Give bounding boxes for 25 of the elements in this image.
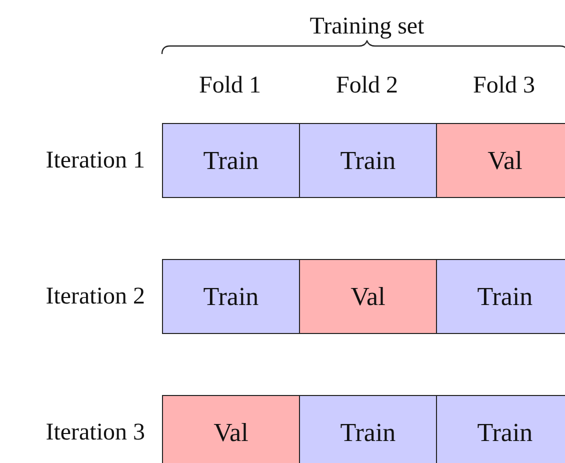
fold-cell [162, 259, 300, 334]
fold-cell [299, 123, 437, 198]
cell-label: Train [340, 146, 396, 176]
cell-label: Train [477, 418, 533, 448]
column-header: Fold 3 [473, 72, 535, 100]
fold-cell [162, 395, 300, 463]
cell-label: Train [340, 418, 396, 448]
fold-cell [162, 123, 300, 198]
cell-label: Train [203, 282, 259, 312]
fold-cell [436, 123, 565, 198]
cell-label: Val [488, 146, 522, 176]
cell-label: Train [477, 282, 533, 312]
cell-label: Val [214, 418, 248, 448]
fold-cell [299, 259, 437, 334]
brace-label: Training set [310, 14, 424, 40]
cell-label: Val [350, 282, 386, 312]
fold-cell [436, 395, 565, 463]
row-header: Iteration 2 [46, 284, 145, 310]
cell-label: Train [203, 146, 259, 176]
row-header: Iteration 3 [46, 420, 145, 446]
fold-cell [436, 259, 565, 334]
row-header: Iteration 1 [46, 148, 145, 174]
column-header: Fold 2 [336, 72, 398, 100]
column-header: Fold 1 [199, 72, 261, 100]
fold-cell [299, 395, 437, 463]
